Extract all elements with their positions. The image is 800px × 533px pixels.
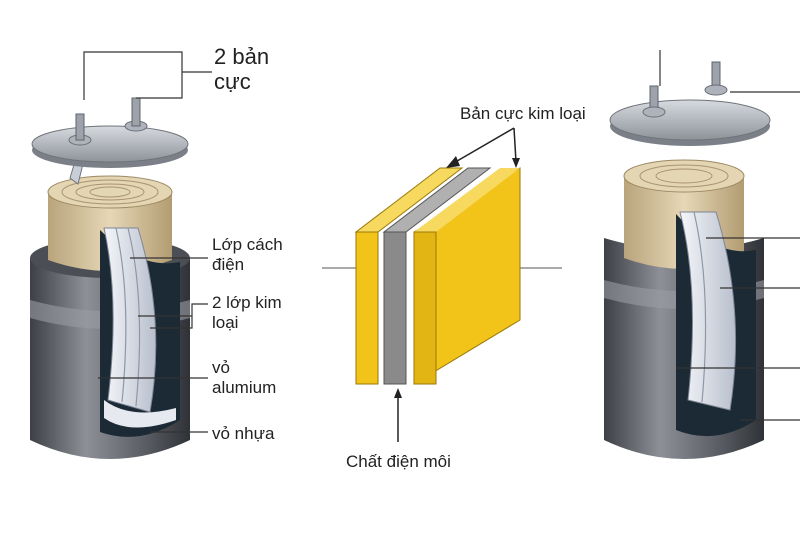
- lid: [31, 125, 189, 163]
- dielectric-label: Chất điện môi: [346, 452, 451, 471]
- terminals-leader: [83, 51, 183, 100]
- parallel-plate-model: [322, 127, 562, 442]
- front-plate: [355, 231, 379, 385]
- metal-plates-label: Bản cực kim loại: [460, 104, 586, 123]
- terminal-2: [131, 97, 141, 127]
- aluminium-case-label: vỏ alumium: [212, 358, 277, 397]
- insulation-label: Lớp cách điện: [212, 235, 283, 274]
- foil-layers: [103, 227, 157, 413]
- plastic-case-label: vỏ nhựa: [212, 424, 275, 443]
- metal-layers-label: 2 lớp kim loại: [212, 293, 282, 332]
- metal-leader: [138, 303, 208, 329]
- left-capacitor-illustration: [30, 51, 212, 459]
- terminals-label: 2 bản cực: [214, 44, 270, 95]
- right-capacitor-illustration: [604, 50, 800, 459]
- dielectric-layer: [383, 231, 407, 385]
- roll-top: [47, 175, 173, 209]
- terminal-1: [75, 113, 85, 141]
